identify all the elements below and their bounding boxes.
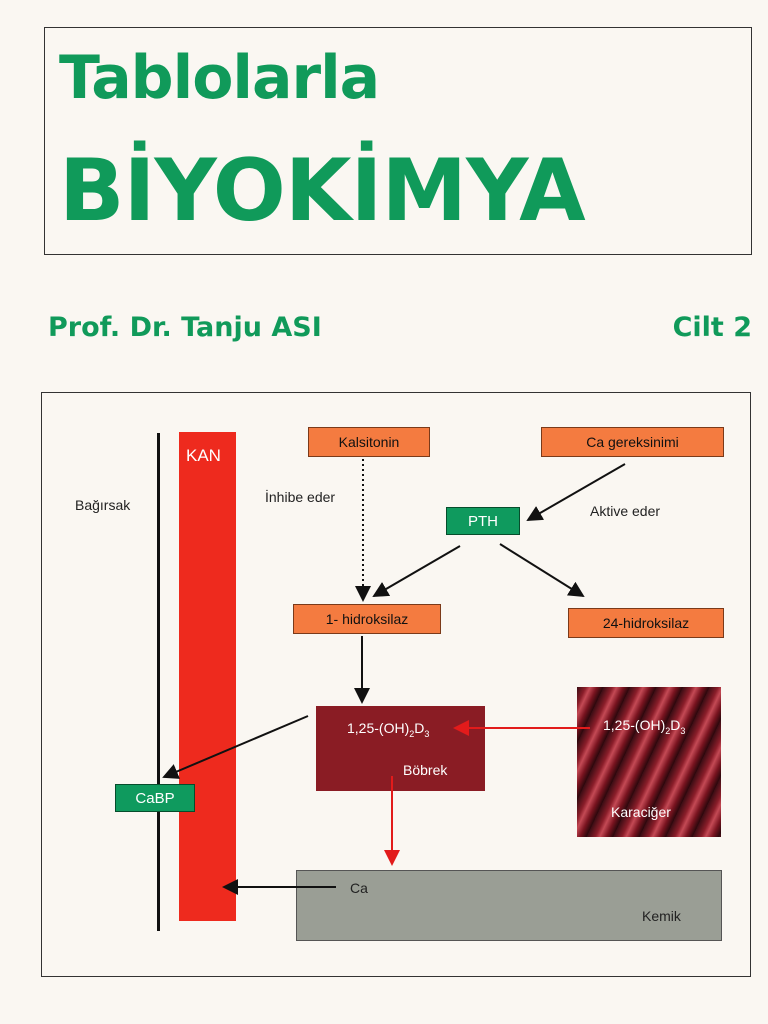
pth-label: PTH (468, 512, 498, 530)
calcitonin-label: Kalsitonin (338, 434, 400, 450)
hydroxylase-1-box: 1- hidroksilaz (293, 604, 441, 634)
intestine-line (157, 433, 160, 931)
volume-label: Cilt 2 (672, 312, 752, 343)
ca-requirement-label: Ca gereksinimi (586, 434, 679, 450)
cabp-box: CaBP (115, 784, 195, 812)
hydroxylase-1-label: 1- hidroksilaz (325, 611, 409, 627)
intestine-label: Bağırsak (75, 497, 131, 513)
pth-to-24-hydroxylase-arrow (499, 543, 585, 598)
bone-box (296, 870, 722, 941)
kidney-to-cabp-arrow (162, 715, 309, 779)
bone-label: Kemik (642, 908, 681, 924)
cabp-label: CaBP (135, 789, 175, 807)
hydroxylase-24-label: 24-hidroksilaz (602, 615, 690, 631)
ca-need-to-pth-arrow (526, 463, 626, 521)
calcitonin-box: Kalsitonin (308, 427, 430, 457)
title-line-2: BİYOKİMYA (59, 141, 586, 241)
ca-requirement-box: Ca gereksinimi (541, 427, 724, 457)
hydroxylase-24-box: 24-hidroksilaz (568, 608, 724, 638)
pth-to-1-hydroxylase-arrow (372, 545, 461, 598)
kidney-label: Böbrek (403, 762, 448, 778)
liver-vitamin-d-label: 1,25-(OH)2D3 (603, 717, 686, 736)
title-line-1: Tablolarla (59, 43, 380, 113)
liver-box (577, 687, 721, 837)
blood-label: KAN (186, 446, 221, 465)
calcium-label: Ca (350, 880, 368, 896)
pth-box: PTH (446, 507, 520, 535)
diagram-frame (41, 392, 751, 977)
author-name: Prof. Dr. Tanju ASI (48, 312, 322, 343)
kidney-vitamin-d-label: 1,25-(OH)2D3 (347, 720, 430, 739)
inhibits-label: İnhibe eder (265, 489, 336, 505)
blood-bar (179, 432, 236, 921)
title-frame: Tablolarla BİYOKİMYA (44, 27, 752, 255)
liver-label: Karaciğer (611, 804, 671, 820)
activates-label: Aktive eder (590, 503, 661, 519)
